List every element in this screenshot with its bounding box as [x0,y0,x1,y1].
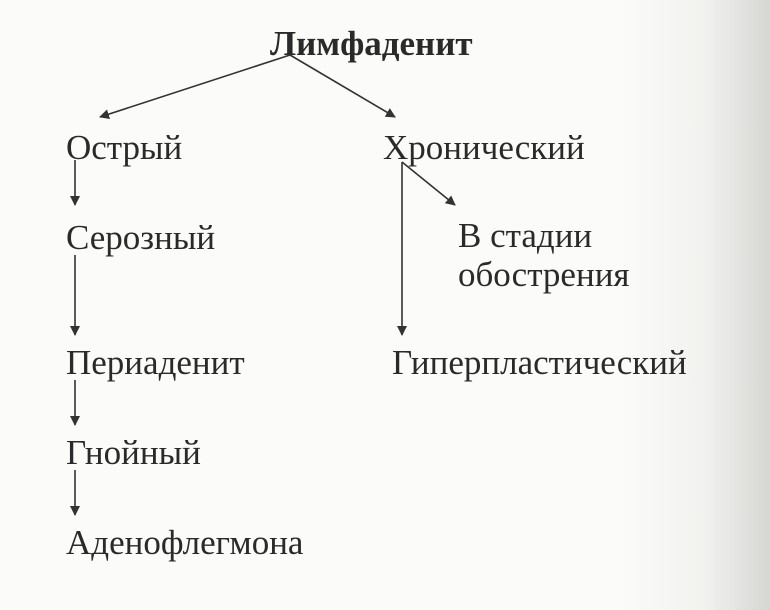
root-node-label: Лимфаденит [270,24,473,63]
arrow-root-to-chronic [289,54,396,118]
acute-label: Острый [66,128,183,167]
serous-stage-label: Серозный [66,218,216,257]
arrow-chronic-to-exacerbation [401,161,456,206]
purulent-stage-label: Гнойный [66,433,201,472]
exacerbation-label-line2: обострения [458,255,630,294]
page-edge-shading [620,0,770,610]
adenophlegmon-stage-label: Аденофлегмона [66,523,304,562]
periadenitis-stage-label: Периаденит [66,343,245,382]
chronic-label: Хронический [383,128,585,167]
hyperplastic-label: Гиперпластический [392,343,687,382]
exacerbation-label-line1: В стадии [458,216,593,255]
arrow-root-to-acute [99,54,291,119]
